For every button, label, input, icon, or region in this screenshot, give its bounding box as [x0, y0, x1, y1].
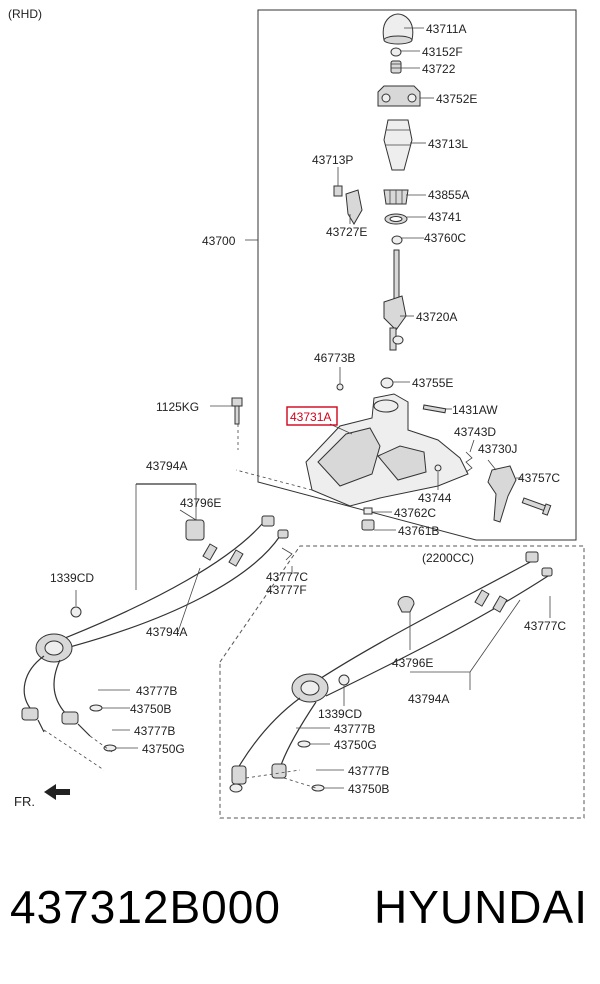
- label-1339CD-right: 1339CD: [318, 707, 362, 721]
- label-43727E: 43727E: [326, 225, 367, 239]
- label-43750B-1: 43750B: [130, 702, 171, 716]
- label-43720A: 43720A: [416, 310, 457, 324]
- label-43713P: 43713P: [312, 153, 353, 167]
- label-43711A: 43711A: [426, 22, 466, 36]
- label-43777B-1: 43777B: [136, 684, 177, 698]
- label-43743D: 43743D: [454, 425, 496, 439]
- label-1431AW: 1431AW: [452, 403, 498, 417]
- collar-43760C: [391, 235, 403, 245]
- label-43796E-left: 43796E: [180, 496, 221, 510]
- label-43777C-right: 43777C: [524, 619, 566, 633]
- label-43152F: 43152F: [422, 45, 463, 59]
- label-43762C: 43762C: [394, 506, 436, 520]
- pin-43757C: [521, 497, 552, 516]
- label-43731A: 43731A: [290, 410, 331, 424]
- ring-43741: [384, 213, 408, 225]
- label-43855A: 43855A: [428, 188, 469, 202]
- front-direction-label: FR.: [14, 794, 35, 809]
- label-43744: 43744: [418, 491, 452, 505]
- label-43760C: 43760C: [424, 231, 466, 245]
- label-43700: 43700: [202, 234, 236, 248]
- pin-46773B: [336, 383, 344, 391]
- label-43761B: 43761B: [398, 524, 439, 538]
- label-43794A-mid: 43794A: [146, 625, 187, 639]
- shift-lever: [383, 249, 407, 351]
- highlight-box-43731A: [286, 406, 338, 426]
- label-1339CD-left: 1339CD: [50, 571, 94, 585]
- shift-knob: [382, 13, 414, 45]
- 2200cc-variant-frame: [219, 545, 585, 819]
- label-43722: 43722: [422, 62, 456, 76]
- bracket-43727E: [345, 189, 363, 225]
- lever-43730J: [487, 465, 517, 523]
- clip-43713P: [333, 185, 343, 197]
- label-43796E-right: 43796E: [392, 656, 433, 670]
- label-43794A-right: 43794A: [408, 692, 449, 706]
- part-number: 437312B000: [10, 881, 281, 933]
- label-43757C: 43757C: [518, 471, 560, 485]
- label-43777C-left: 43777C: [266, 570, 308, 584]
- spring-part: [390, 60, 402, 74]
- label-43730J: 43730J: [478, 442, 517, 456]
- bolt-1125KG: [231, 397, 243, 425]
- label-43777B-2: 43777B: [134, 724, 175, 738]
- pin-1431AW: [422, 404, 447, 414]
- washer-43744: [434, 464, 442, 472]
- label-43752E: 43752E: [436, 92, 477, 106]
- engine-note: (2200CC): [422, 551, 474, 565]
- cable-assembly-left: [21, 483, 293, 771]
- label-1125KG: 1125KG: [156, 400, 199, 414]
- label-43750G-2: 43750G: [334, 738, 377, 752]
- front-direction-arrow: [44, 784, 70, 800]
- label-43777B-3: 43777B: [334, 722, 375, 736]
- brand-name: HYUNDAI: [373, 881, 588, 933]
- washer-43755E: [380, 377, 394, 389]
- label-43750G-1: 43750G: [142, 742, 185, 756]
- shifter-housing-43731A: [305, 393, 469, 507]
- label-43750B-2: 43750B: [348, 782, 389, 796]
- spring-43743D: [465, 451, 473, 473]
- bushing-43761B: [361, 519, 375, 531]
- label-43713L: 43713L: [428, 137, 468, 151]
- shifter-assembly-frame: [257, 9, 577, 541]
- lever-knob-bracket: [377, 85, 421, 107]
- variant-note: (RHD): [8, 7, 42, 21]
- bushing-43855A: [383, 189, 409, 205]
- bushing-43762C: [363, 507, 373, 515]
- lever-boot: [383, 119, 413, 171]
- label-43755E: 43755E: [412, 376, 453, 390]
- cable-assembly-right: [229, 551, 553, 793]
- label-43777B-4: 43777B: [348, 764, 389, 778]
- label-43741: 43741: [428, 210, 462, 224]
- label-43777F: 43777F: [266, 583, 307, 597]
- label-46773B: 46773B: [314, 351, 355, 365]
- boot-retainer: [390, 47, 402, 57]
- label-43794A-top: 43794A: [146, 459, 187, 473]
